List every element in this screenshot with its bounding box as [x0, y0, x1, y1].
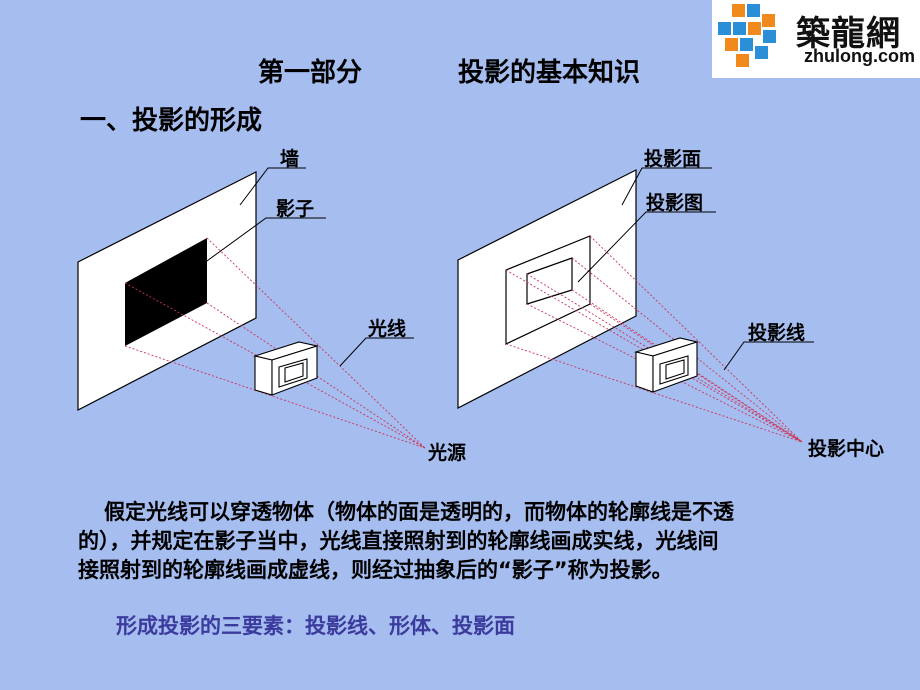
- shadow-label: 影子: [276, 198, 315, 220]
- projection-line-leader: [723, 341, 814, 371]
- projection-image-label: 投影图: [646, 192, 704, 214]
- projection-plane-label: 投影面: [644, 148, 702, 170]
- shadow-shape: [125, 238, 207, 346]
- object-box: [252, 341, 320, 396]
- shadow-leader: [177, 217, 326, 283]
- wall-label: 墙: [280, 148, 300, 170]
- light-ray-label: 光线: [368, 318, 407, 340]
- body-line-3: 接照射到的轮廓线画成虚线，则经过抽象后的“影子”称为投影。: [78, 558, 673, 582]
- projection-image-leader: [577, 211, 716, 283]
- projection-center-label: 投影中心: [808, 438, 885, 460]
- part-label: 第一部分: [258, 58, 363, 88]
- projection-plane-leader: [621, 167, 712, 206]
- light-rays: [124, 237, 426, 449]
- light-ray-leader: [339, 337, 414, 367]
- section-heading: 一、投影的形成: [80, 106, 263, 136]
- projection-line-label: 投影线: [748, 322, 806, 344]
- page-title: 投影的基本知识: [458, 58, 641, 88]
- right-figure: [457, 167, 814, 443]
- projected-object-box: [633, 337, 700, 393]
- body-line-1: 假定光线可以穿透物体（物体的面是透明的，而物体的轮廓线是不透: [104, 500, 734, 524]
- zhulong-logo: 築龍網 zhulong.com: [712, 0, 920, 78]
- three-elements-summary: 形成投影的三要素：投影线、形体、投影面: [116, 614, 515, 638]
- left-figure: [77, 167, 426, 449]
- light-source-label: 光源: [428, 442, 467, 464]
- logo-cubes-icon: [718, 4, 776, 67]
- wall-leader: [239, 167, 306, 206]
- logo-name: 築龍網: [796, 14, 901, 54]
- logo-url: zhulong.com: [804, 46, 915, 66]
- projection-plane: [457, 169, 637, 409]
- body-line-2: 的），并规定在影子当中，光线直接照射到的轮廓线画成实线，光线间: [78, 529, 719, 553]
